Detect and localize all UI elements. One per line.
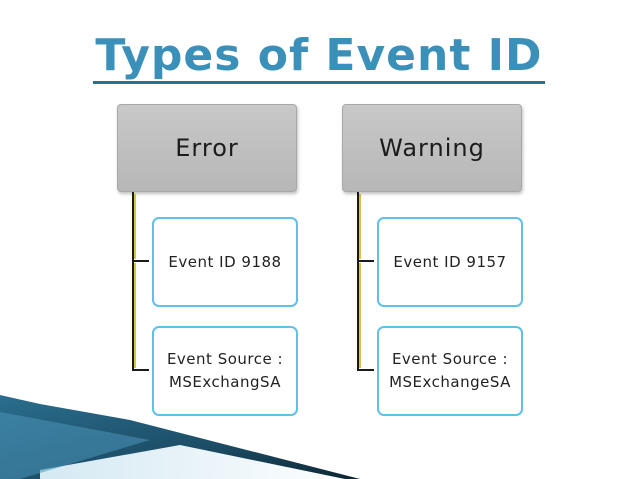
error-connector-2 — [132, 261, 149, 371]
warning-item-event-source-line2: MSExchangeSA — [389, 373, 511, 391]
error-item-event-source-line2: MSExchangSA — [168, 373, 282, 391]
warning-heading-box: Warning — [342, 104, 522, 192]
error-item-event-source-text: Event Source : MSExchangSA — [167, 348, 283, 394]
page-title: Types of Event ID — [0, 30, 638, 84]
error-heading-label: Error — [175, 134, 239, 162]
warning-item-event-source: Event Source : MSExchangeSA — [377, 326, 523, 416]
error-heading-box: Error — [117, 104, 297, 192]
warning-connector-2 — [357, 261, 374, 371]
warning-heading-label: Warning — [379, 134, 485, 162]
error-item-event-source: Event Source : MSExchangSA — [152, 326, 298, 416]
warning-item-event-id: Event ID 9157 — [377, 217, 523, 307]
page-title-text: Types of Event ID — [93, 30, 545, 84]
error-item-event-source-line1: Event Source : — [166, 350, 284, 368]
swoosh-mid-band — [0, 405, 150, 479]
warning-item-event-source-line1: Event Source : — [391, 350, 509, 368]
error-item-event-id-text: Event ID 9188 — [168, 252, 282, 271]
error-item-event-id: Event ID 9188 — [152, 217, 298, 307]
warning-item-event-source-text: Event Source : MSExchangeSA — [389, 348, 511, 394]
warning-item-event-id-text: Event ID 9157 — [393, 252, 507, 271]
